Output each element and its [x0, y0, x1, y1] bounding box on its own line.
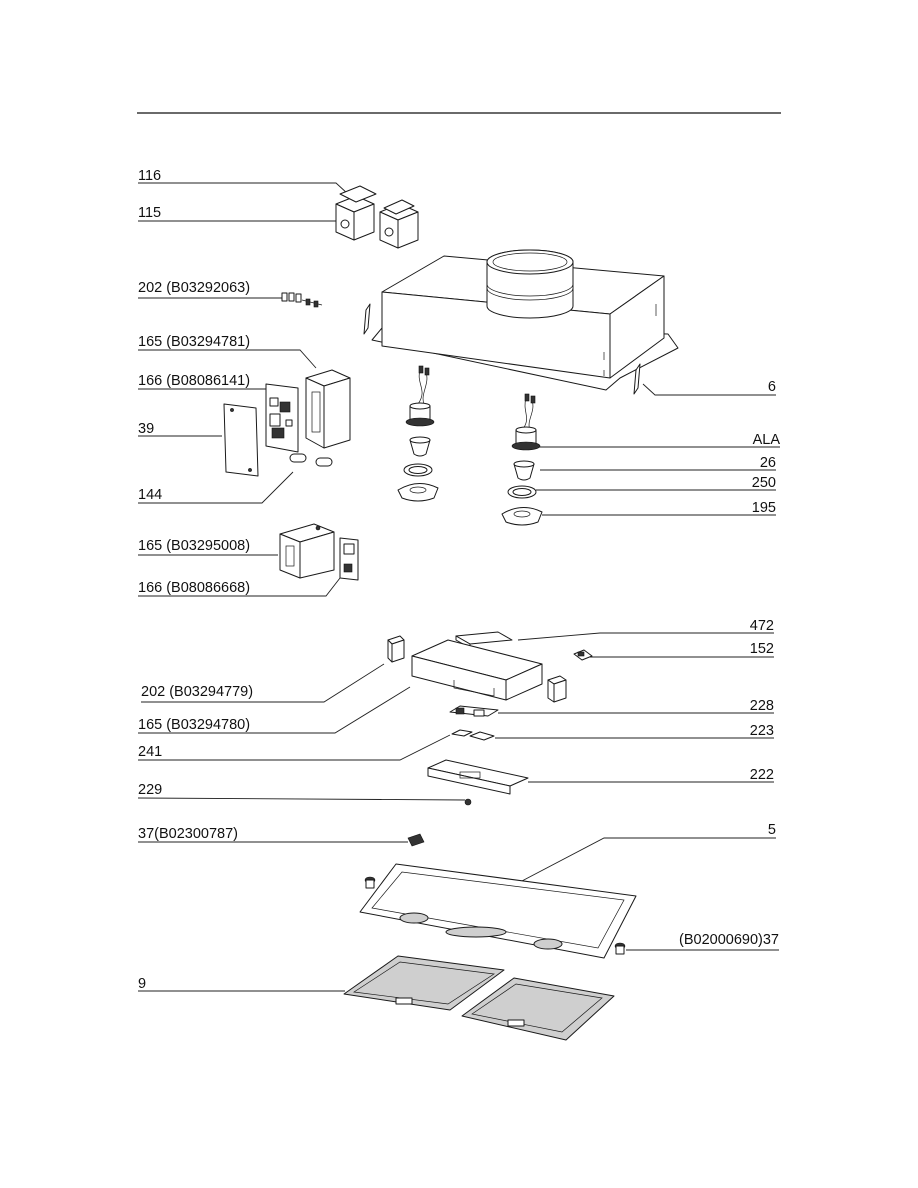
label-5: 5 [768, 822, 776, 838]
leader-6 [642, 383, 776, 396]
part-hood-body [371, 249, 679, 391]
part-152 [573, 649, 593, 661]
label-115: 115 [138, 205, 161, 221]
label-165-b03294780: 165 (B03294780) [138, 717, 250, 733]
label-472: 472 [750, 618, 774, 634]
leader-202b [141, 663, 385, 703]
label-166-b08086141: 166 (B08086141) [138, 373, 250, 389]
part-37-clip-a [407, 833, 425, 847]
label-222: 222 [750, 767, 774, 783]
part-166-board-b [339, 537, 359, 581]
leader-165c [138, 686, 411, 734]
label-202-b03292063: 202 (B03292063) [138, 280, 250, 296]
part-5-frame [359, 863, 637, 959]
label-166-b08086668: 166 (B08086668) [138, 580, 250, 596]
part-115-116-blocks [335, 185, 419, 249]
part-39-cover [223, 403, 259, 477]
part-144-buttons [289, 453, 333, 467]
part-202-connector [281, 292, 323, 308]
label-241: 241 [138, 744, 162, 760]
part-166-board-a [265, 383, 299, 453]
label-39: 39 [138, 421, 154, 437]
part-165-box-b [279, 523, 335, 579]
leader-lines [137, 182, 780, 992]
leader-472 [517, 632, 774, 641]
part-229-screw [464, 798, 472, 806]
label-229: 229 [138, 782, 162, 798]
label-250: 250 [752, 475, 776, 491]
label-152: 152 [750, 641, 774, 657]
label-228: 228 [750, 698, 774, 714]
part-lamp-left [397, 365, 439, 502]
labels-right: 6 ALA 26 250 195 472 152 228 223 222 5 (… [679, 379, 780, 948]
label-223: 223 [750, 723, 774, 739]
leader-144 [138, 471, 294, 504]
part-223-board [451, 729, 495, 741]
part-9-filters [343, 955, 615, 1041]
label-37-b02300787: 37(B02300787) [138, 826, 238, 842]
label-26: 26 [760, 455, 776, 471]
label-37-b02000690: (B02000690)37 [679, 932, 779, 948]
part-228-board [449, 705, 499, 717]
label-9: 9 [138, 976, 146, 992]
part-lamp-right [501, 393, 543, 526]
leader-116 [138, 182, 349, 195]
label-144: 144 [138, 487, 162, 503]
part-222-tray [427, 759, 529, 795]
part-165-box-a [305, 369, 351, 449]
label-ala: ALA [753, 432, 781, 448]
label-202-b03294779: 202 (B03294779) [141, 684, 253, 700]
label-195: 195 [752, 500, 776, 516]
leader-241 [138, 734, 451, 761]
leader-5 [519, 837, 776, 883]
part-37-knobs [364, 876, 626, 955]
leader-229 [137, 797, 466, 801]
label-116: 116 [138, 168, 161, 184]
part-202-clips [387, 635, 567, 703]
leader-166b [138, 577, 341, 597]
leader-165a [138, 349, 317, 369]
labels-left: 116 115 202 (B03292063) 165 (B03294781) … [138, 168, 253, 992]
label-6: 6 [768, 379, 776, 395]
part-165-box-c [411, 639, 543, 701]
part-6-brackets [363, 303, 641, 395]
label-165-b03295008: 165 (B03295008) [138, 538, 250, 554]
label-165-b03294781: 165 (B03294781) [138, 334, 250, 350]
